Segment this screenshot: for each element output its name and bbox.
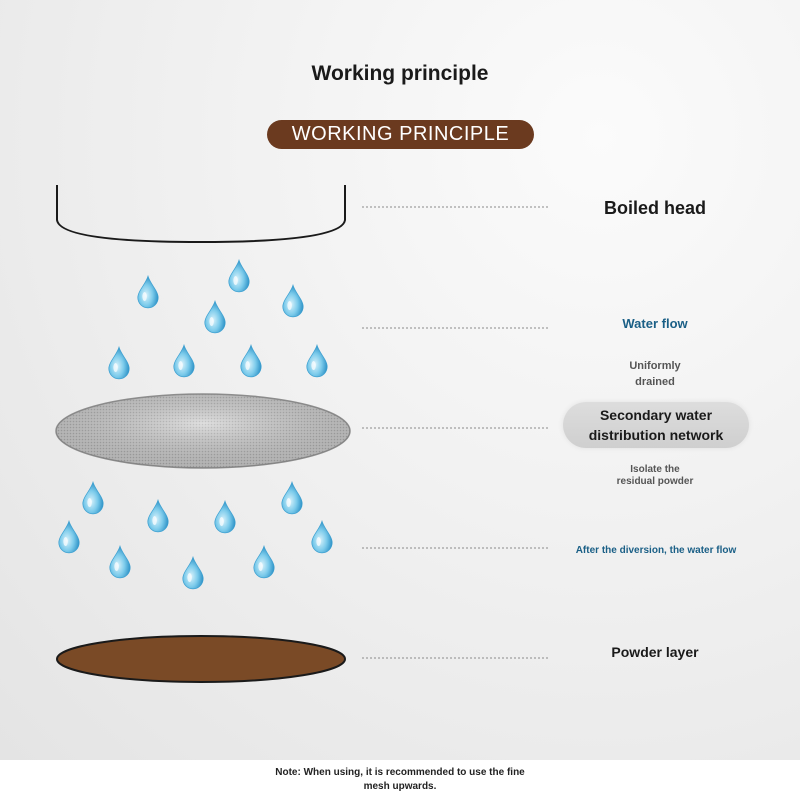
working-principle-diagram [55, 185, 549, 683]
boiled-head-bowl-icon [56, 185, 346, 244]
lower-water-drops [58, 481, 333, 590]
label-secondary-distribution: Secondary water distribution network [563, 405, 749, 445]
label-after-diversion: After the diversion, the water flow [575, 545, 737, 556]
label-isolate-powder: Isolate the residual powder [590, 464, 720, 488]
powder-disc-icon [56, 635, 346, 683]
label-uniformly-line2: drained [635, 376, 675, 388]
page-title: Working principle [311, 62, 489, 85]
label-isolate-line2: residual powder [616, 476, 694, 487]
section-banner: WORKING PRINCIPLE [267, 120, 534, 149]
water-drop-icon [173, 344, 195, 378]
water-drop-icon [147, 499, 169, 533]
label-isolate-line1: Isolate the [630, 464, 680, 475]
water-drop-icon [82, 481, 104, 515]
usage-note-line2: mesh upwards. [363, 781, 437, 792]
water-drop-icon [109, 545, 131, 579]
water-drop-icon [108, 346, 130, 380]
usage-note-line1: Note: When using, it is recommended to u… [275, 767, 525, 778]
water-drop-icon [240, 344, 262, 378]
water-drop-icon [311, 520, 333, 554]
mesh-disc-icon [55, 393, 351, 469]
water-drop-icon [214, 500, 236, 534]
water-drop-icon [182, 556, 204, 590]
water-drop-icon [282, 284, 304, 318]
label-secondary-line2: distribution network [588, 427, 724, 443]
label-boiled-head: Boiled head [603, 198, 706, 218]
label-uniformly-drained: Uniformly drained [600, 358, 710, 390]
label-uniformly-line1: Uniformly [629, 360, 681, 372]
label-secondary-line1: Secondary water [599, 407, 713, 423]
label-powder-layer: Powder layer [611, 644, 699, 660]
water-drop-icon [204, 300, 226, 334]
water-drop-icon [306, 344, 328, 378]
secondary-network-pill [563, 402, 749, 448]
label-water-flow: Water flow [622, 316, 688, 331]
leader-lines [362, 206, 549, 659]
upper-water-drops [108, 259, 328, 380]
water-drop-icon [228, 259, 250, 293]
water-drop-icon [58, 520, 80, 554]
water-drop-icon [281, 481, 303, 515]
water-drop-icon [253, 545, 275, 579]
water-drop-icon [137, 275, 159, 309]
usage-note: Note: When using, it is recommended to u… [0, 766, 800, 794]
